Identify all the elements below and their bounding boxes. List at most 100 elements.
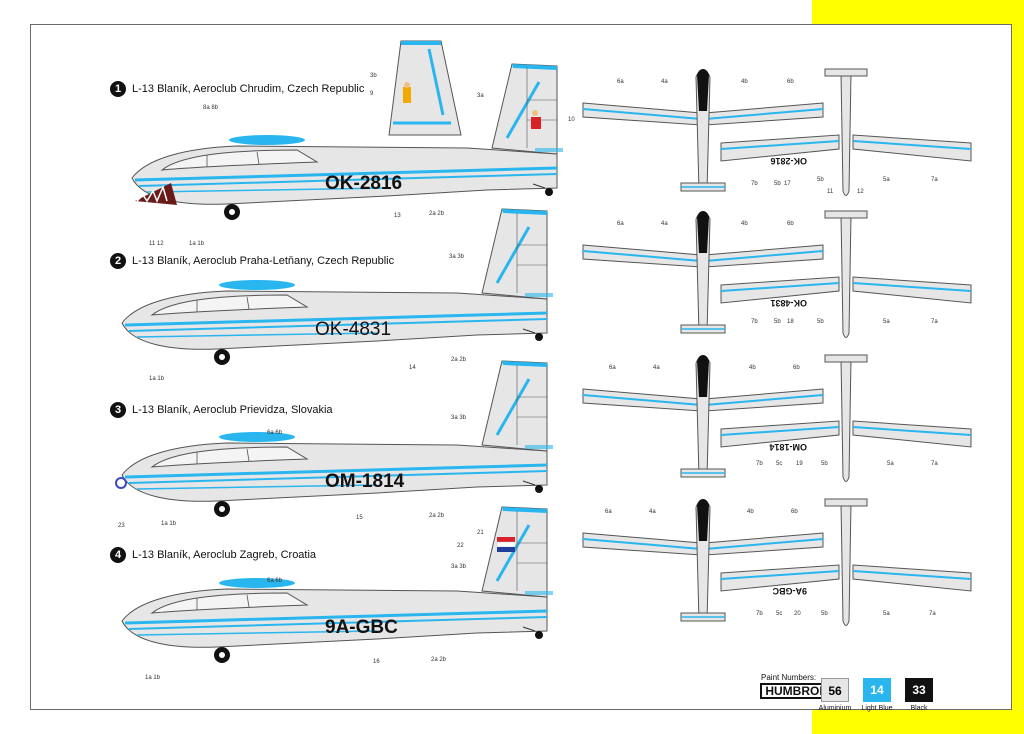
callout: 7a: [931, 319, 938, 325]
callout: 13: [394, 213, 401, 219]
callout: 6b: [791, 509, 798, 515]
paint-numbers-heading: Paint Numbers:: [761, 673, 817, 682]
callout: 5b: [774, 181, 781, 187]
callout: 1a 1b: [161, 521, 177, 527]
callout: 17: [784, 181, 791, 187]
callout: 12: [857, 189, 864, 195]
variant-number-3: 3: [110, 402, 126, 418]
callout: 5c: [776, 461, 782, 467]
callout: 11: [827, 189, 834, 195]
callout: 6b: [793, 365, 800, 371]
variant-number-1: 1: [110, 81, 126, 97]
wing-registration-1: OK-2816: [770, 156, 807, 166]
callout: 4a: [649, 509, 656, 515]
callout: 4a: [653, 365, 660, 371]
callout: 21: [477, 530, 484, 536]
callout: 19: [796, 461, 803, 467]
top-view-1: [582, 68, 824, 192]
callout: 5b: [817, 177, 824, 183]
callout: 15: [356, 515, 363, 521]
callout: 6a: [617, 79, 624, 85]
callout: 5b: [821, 461, 828, 467]
callout: 5a: [883, 611, 890, 617]
wing-registration-3: OM-1814: [769, 442, 807, 452]
callout: 7a: [931, 461, 938, 467]
callout: 23: [118, 523, 125, 529]
callout: 4b: [749, 365, 756, 371]
callout: 20: [794, 611, 801, 617]
callout: 6a 6b: [267, 430, 283, 436]
callout: 3a 3b: [451, 564, 467, 570]
callout: 7a: [929, 611, 936, 617]
decal-instruction-sheet: OK-2816 OK-4831 OM-1814 9A-GBC OK-2816 O…: [30, 24, 1012, 712]
callout: 6b: [787, 221, 794, 227]
variant-title-3: 3 L-13 Blaník, Aeroclub Prievidza, Slovak…: [110, 402, 333, 418]
callout: 1a 1b: [149, 376, 165, 382]
side-view-4: [120, 505, 555, 665]
top-view-4: [582, 498, 824, 622]
callout: 22: [457, 543, 464, 549]
wing-registration-2: OK-4831: [770, 298, 807, 308]
side-view-1: [130, 40, 565, 222]
registration-2: OK-4831: [315, 319, 391, 340]
callout: 5a: [887, 461, 894, 467]
aircraft-drawings: OK-2816 OK-4831 OM-1814 9A-GBC OK-2816 O…: [115, 40, 972, 681]
callout: 7a: [931, 177, 938, 183]
variant-label-2: L-13 Blaník, Aeroclub Praha-Letňany, Cze…: [132, 254, 395, 267]
callout: 2a 2b: [429, 513, 445, 519]
top-view-3: [582, 354, 824, 478]
callout: 2a 2b: [451, 357, 467, 363]
callout: 7b: [751, 319, 758, 325]
callout: 7b: [756, 611, 763, 617]
callout: 1a 1b: [145, 675, 161, 681]
callout: 2a 2b: [429, 211, 445, 217]
callout: 4b: [741, 221, 748, 227]
callout: 5a: [883, 177, 890, 183]
variant-label-3: L-13 Blaník, Aeroclub Prievidza, Slovaki…: [132, 403, 333, 416]
callout: 4b: [741, 79, 748, 85]
paint-swatch-aluminium: 56: [821, 678, 849, 702]
variant-title-4: 4 L-13 Blaník, Aeroclub Zagreb, Croatia: [110, 547, 316, 563]
callout: 5a: [883, 319, 890, 325]
wing-registration-4: 9A-GBC: [772, 586, 807, 596]
callout: 4b: [747, 509, 754, 515]
callout: 1a 1b: [189, 241, 205, 247]
callout: 7b: [756, 461, 763, 467]
callout: 8a 8b: [203, 105, 219, 111]
callout: 16: [373, 659, 380, 665]
variant-number-4: 4: [110, 547, 126, 563]
paint-name-light-blue: Light Blue: [861, 705, 893, 712]
registration-4: 9A-GBC: [325, 617, 398, 638]
callout: 6a: [609, 365, 616, 371]
side-view-2: [120, 207, 555, 367]
callout: 3a 3b: [449, 254, 465, 260]
callout: 5b: [821, 611, 828, 617]
bottom-view-4: [720, 498, 972, 627]
callout: 4a: [661, 79, 668, 85]
callout: 4a: [661, 221, 668, 227]
registration-3: OM-1814: [325, 471, 405, 492]
callout: 14: [409, 365, 416, 371]
callout: 11 12: [149, 241, 164, 247]
callout: 18: [787, 319, 794, 325]
callout: 6a 6b: [267, 578, 283, 584]
callout: 6a: [605, 509, 612, 515]
registration-1: OK-2816: [325, 173, 402, 194]
top-view-2: [582, 210, 824, 334]
paint-name-aluminium: Aluminium: [818, 705, 852, 712]
callout: 6b: [787, 79, 794, 85]
callout: 5b: [774, 319, 781, 325]
paint-swatch-black: 33: [905, 678, 933, 702]
variant-label-4: L-13 Blaník, Aeroclub Zagreb, Croatia: [132, 548, 317, 561]
callout: 6a: [617, 221, 624, 227]
callout: 2a 2b: [431, 657, 447, 663]
paint-swatch-light-blue: 14: [863, 678, 891, 702]
callout: 10: [568, 117, 575, 123]
callout: 3b: [370, 73, 377, 79]
side-view-3: [115, 359, 555, 519]
callout: 5b: [817, 319, 824, 325]
callout: 3a: [477, 93, 484, 99]
paint-name-black: Black: [910, 705, 928, 712]
